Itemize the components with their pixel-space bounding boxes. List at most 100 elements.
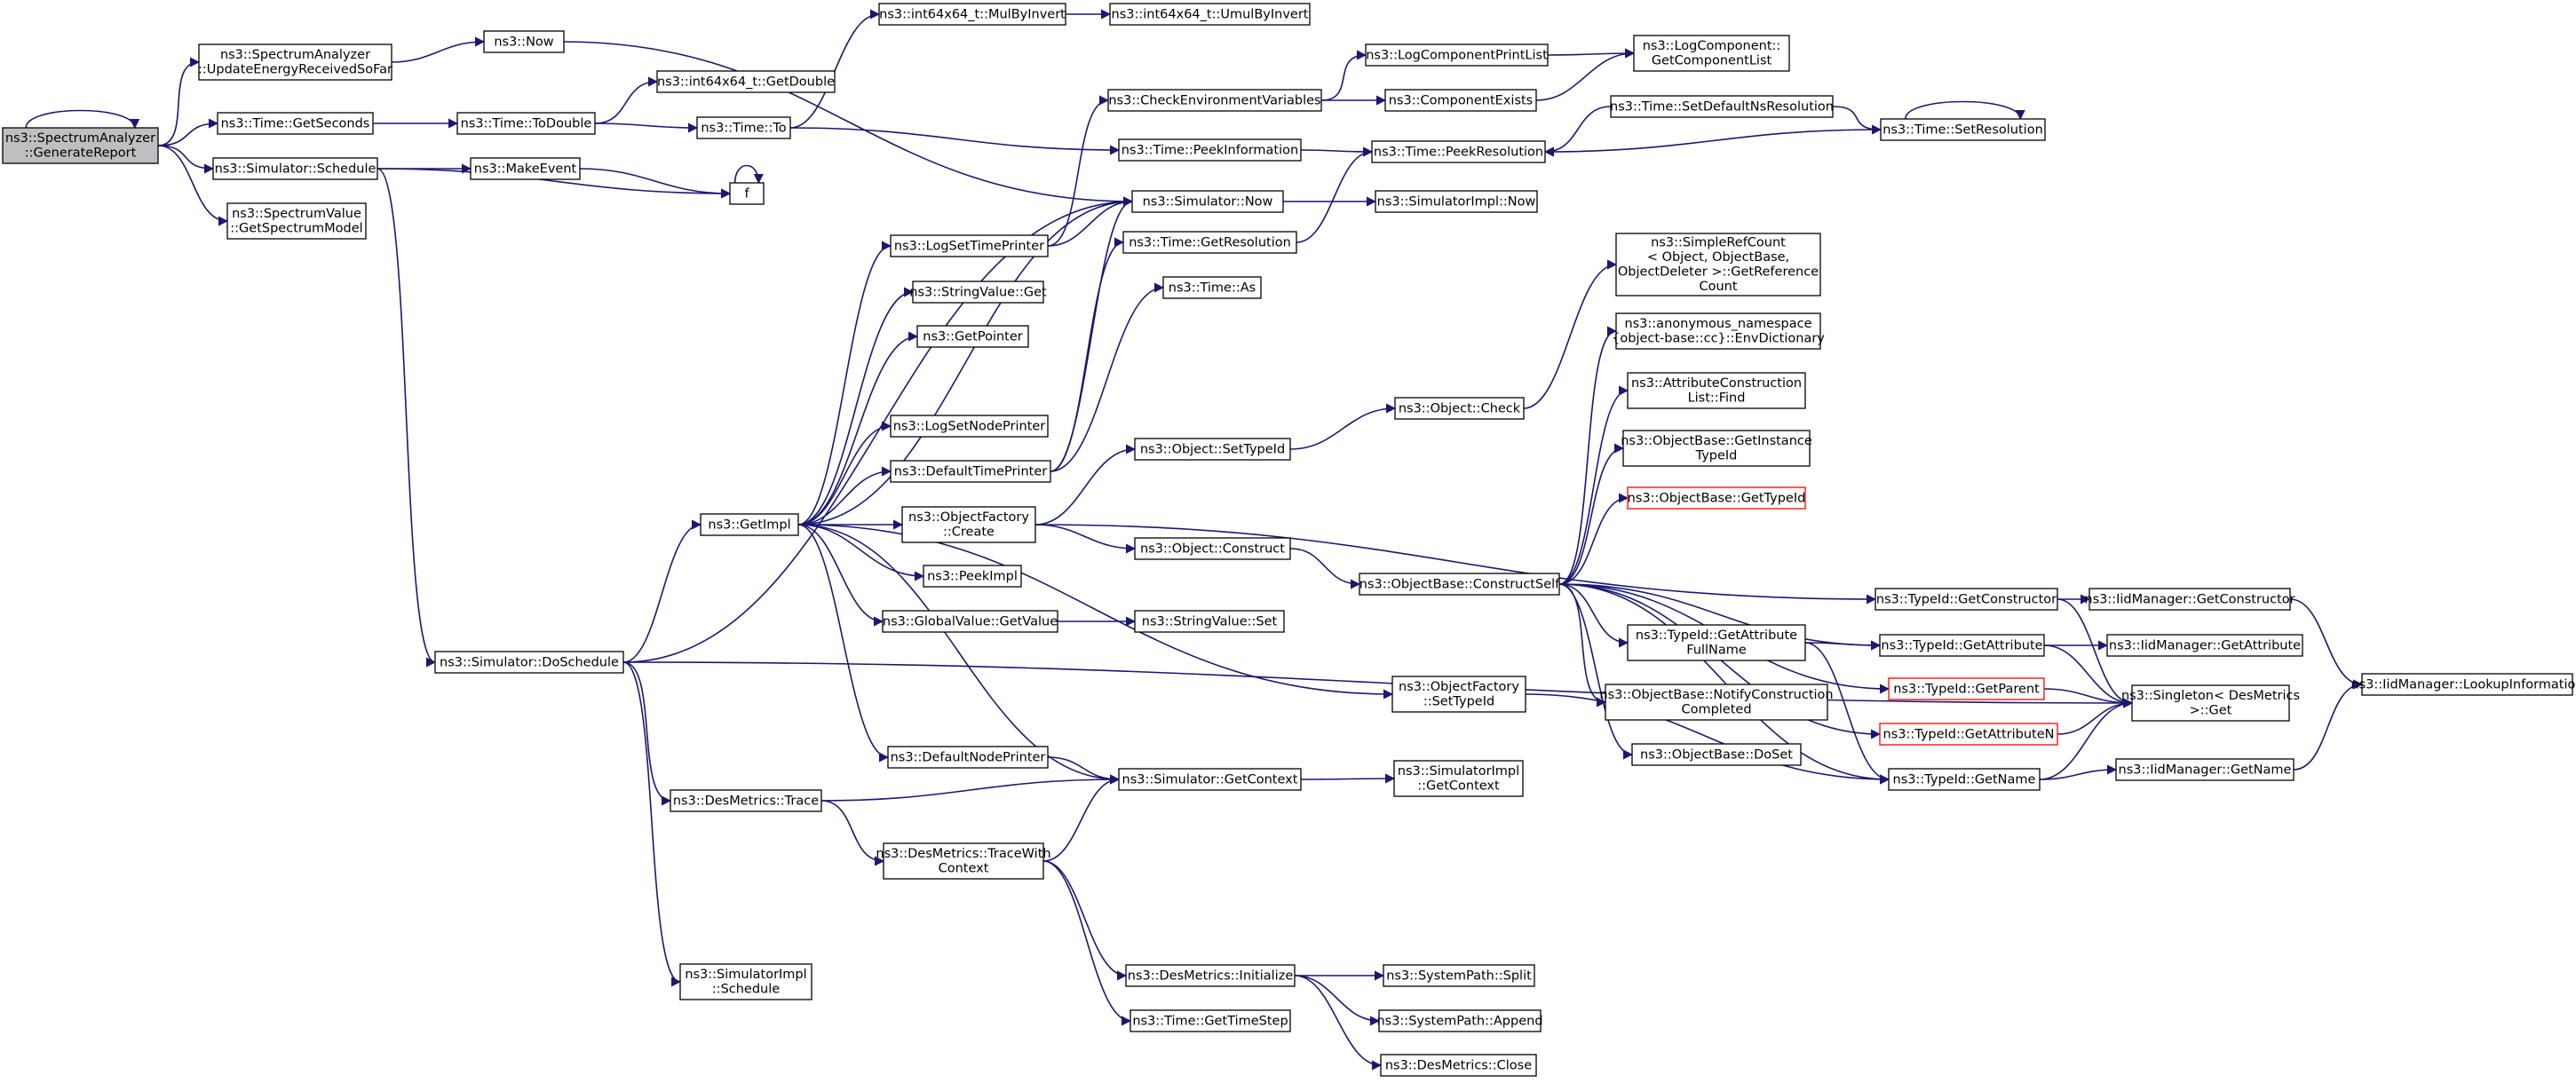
node-set-default-ns[interactable]: ns3::Time::SetDefaultNsResolution <box>1610 95 1834 118</box>
node-time-peekinfo[interactable]: ns3::Time::PeekInformation <box>1118 138 1302 162</box>
node-string-set[interactable]: ns3::StringValue::Set <box>1134 610 1285 633</box>
call-edge <box>1296 146 1374 243</box>
node-time-gettimestep[interactable]: ns3::Time::GetTimeStep <box>1129 1009 1291 1032</box>
node-log-get-list[interactable]: ns3::LogComponent::GetComponentList <box>1633 35 1790 72</box>
node-path-append[interactable]: ns3::SystemPath::Append <box>1376 1009 1543 1032</box>
node-box <box>470 157 581 180</box>
node-time-peekres[interactable]: ns3::Time::PeekResolution <box>1371 140 1546 163</box>
node-time-to[interactable]: ns3::Time::To <box>696 116 791 139</box>
node-box <box>882 610 1058 633</box>
node-label: ns3::Time::GetResolution <box>1129 235 1291 249</box>
node-label: ns3::SimulatorImpl <box>1398 764 1519 779</box>
node-construct-self[interactable]: ns3::ObjectBase::ConstructSelf <box>1359 573 1560 596</box>
node-string-get[interactable]: ns3::StringValue::Get <box>909 281 1047 304</box>
node-object-check[interactable]: ns3::Object::Check <box>1394 397 1525 420</box>
node-time-getseconds[interactable]: ns3::Time::GetSeconds <box>217 112 374 135</box>
node-int64-mulbyinvert[interactable]: ns3::int64x64_t::MulByInvert <box>878 3 1066 26</box>
node-simple-refcount[interactable]: ns3::SimpleRefCount< Object, ObjectBase,… <box>1615 233 1821 296</box>
node-get-impl[interactable]: ns3::GetImpl <box>700 513 799 536</box>
node-int64-getdouble[interactable]: ns3::int64x64_t::GetDouble <box>656 70 836 93</box>
node-typeid-getattr[interactable]: ns3::TypeId::GetAttribute <box>1879 634 2045 657</box>
node-get-pointer[interactable]: ns3::GetPointer <box>916 325 1029 348</box>
node-int64-umulbyinvert[interactable]: ns3::int64x64_t::UmulByInvert <box>1109 3 1311 26</box>
node-time-todouble[interactable]: ns3::Time::ToDouble <box>456 112 596 135</box>
node-objbase-doset[interactable]: ns3::ObjectBase::DoSet <box>1631 743 1802 766</box>
node-sim-doschedule[interactable]: ns3::Simulator::DoSchedule <box>434 651 624 674</box>
node-box <box>1394 397 1525 420</box>
node-label: ns3::GetPointer <box>923 329 1023 344</box>
node-label: ns3::Simulator::Schedule <box>215 162 376 176</box>
node-time-getres[interactable]: ns3::Time::GetResolution <box>1122 231 1297 254</box>
call-edge <box>1042 860 1132 1026</box>
node-sim-schedule[interactable]: ns3::Simulator::Schedule <box>212 157 378 180</box>
node-log-set-node[interactable]: ns3::LogSetNodePrinter <box>890 415 1049 438</box>
node-generate-report[interactable]: ns3::SpectrumAnalyzer::GenerateReport <box>2 127 159 164</box>
node-desmetrics-close[interactable]: ns3::DesMetrics::Close <box>1380 1054 1537 1077</box>
node-component-exists[interactable]: ns3::ComponentExists <box>1384 89 1537 112</box>
node-simimpl-schedule[interactable]: ns3::SimulatorImpl::Schedule <box>679 963 812 1000</box>
node-objbase-typeid[interactable]: ns3::ObjectBase::GetTypeId <box>1627 486 1806 510</box>
call-edge <box>1034 524 1137 554</box>
node-box <box>1875 588 2058 611</box>
node-iid-getctor[interactable]: ns3::IidManager::GetConstructor <box>2084 588 2295 611</box>
node-desmetrics-init[interactable]: ns3::DesMetrics::Initialize <box>1125 964 1296 987</box>
node-label: {object-base::cc}::EnvDictionary <box>1612 332 1825 346</box>
call-edge <box>157 57 201 146</box>
node-path-split[interactable]: ns3::SystemPath::Split <box>1383 964 1535 987</box>
node-f[interactable]: f <box>729 182 765 205</box>
call-edge <box>820 774 1121 802</box>
call-edge <box>797 196 1134 526</box>
node-time-setres[interactable]: ns3::Time::SetResolution <box>1880 118 2046 141</box>
node-env-dict[interactable]: ns3::anonymous_namespace{object-base::cc… <box>1612 312 1825 350</box>
node-objfactory-settypeid[interactable]: ns3::ObjectFactory::SetTypeId <box>1391 676 1526 713</box>
node-box <box>1879 723 2058 746</box>
node-iid-getname[interactable]: ns3::IidManager::GetName <box>2115 758 2295 781</box>
node-global-getvalue[interactable]: ns3::GlobalValue::GetValue <box>882 610 1058 633</box>
node-label: ns3::TypeId::GetConstructor <box>1876 592 2057 606</box>
node-typeid-getctor[interactable]: ns3::TypeId::GetConstructor <box>1875 588 2058 611</box>
node-simimpl-now[interactable]: ns3::SimulatorImpl::Now <box>1375 190 1538 213</box>
node-label: ns3::DesMetrics::Trace <box>673 794 819 808</box>
call-edge <box>797 524 890 763</box>
node-typeid-getattrn[interactable]: ns3::TypeId::GetAttributeN <box>1879 723 2058 746</box>
node-label: ns3::SystemPath::Split <box>1386 968 1532 983</box>
node-label: ns3::TypeId::GetAttribute <box>1881 638 2042 652</box>
node-label: ns3::Singleton< DesMetrics <box>2121 689 2300 703</box>
node-label: ns3::Time::ToDouble <box>461 116 592 130</box>
node-time-as[interactable]: ns3::Time::As <box>1162 276 1262 299</box>
node-iid-lookup[interactable]: ns3::IidManager::LookupInformation <box>2350 673 2576 696</box>
node-box <box>1134 610 1285 633</box>
node-simimpl-getcontext[interactable]: ns3::SimulatorImpl::GetContext <box>1393 760 1524 797</box>
node-singleton-get[interactable]: ns3::Singleton< DesMetrics>::Get <box>2121 684 2300 722</box>
node-sim-getcontext[interactable]: ns3::Simulator::GetContext <box>1118 768 1302 791</box>
node-default-node[interactable]: ns3::DefaultNodePrinter <box>887 746 1049 769</box>
call-edge <box>1047 196 1134 247</box>
node-now[interactable]: ns3::Now <box>483 30 565 53</box>
node-objbase-notify[interactable]: ns3::ObjectBase::NotifyConstructionCompl… <box>1599 684 1834 721</box>
call-edge <box>391 36 486 63</box>
node-typeid-getname[interactable]: ns3::TypeId::GetName <box>1888 768 2041 791</box>
node-box <box>1134 438 1291 461</box>
node-iid-getattr[interactable]: ns3::IidManager::GetAttribute <box>2106 634 2303 657</box>
node-object-settypeid[interactable]: ns3::Object::SetTypeId <box>1134 438 1291 461</box>
call-edge <box>1050 196 1134 472</box>
node-object-construct[interactable]: ns3::Object::Construct <box>1134 537 1291 560</box>
node-log-set-time[interactable]: ns3::LogSetTimePrinter <box>890 234 1049 257</box>
node-make-event[interactable]: ns3::MakeEvent <box>470 157 581 180</box>
call-edge <box>1558 326 1618 585</box>
call-edge <box>797 331 919 526</box>
node-default-time[interactable]: ns3::DefaultTimePrinter <box>890 460 1051 483</box>
node-typeid-getparent[interactable]: ns3::TypeId::GetParent <box>1888 677 2045 700</box>
node-peek-impl[interactable]: ns3::PeekImpl <box>923 565 1022 588</box>
node-update-energy[interactable]: ns3::SpectrumAnalyzer::UpdateEnergyRecei… <box>198 43 392 81</box>
node-desmetrics-trace[interactable]: ns3::DesMetrics::Trace <box>670 789 822 812</box>
node-objfactory-create[interactable]: ns3::ObjectFactory::Create <box>901 506 1036 543</box>
node-spectrum-value[interactable]: ns3::SpectrumValue::GetSpectrumModel <box>226 202 367 240</box>
node-log-print-list[interactable]: ns3::LogComponentPrintList <box>1365 43 1549 67</box>
node-sim-now[interactable]: ns3::Simulator::Now <box>1131 190 1284 213</box>
node-check-env[interactable]: ns3::CheckEnvironmentVariables <box>1107 89 1322 112</box>
